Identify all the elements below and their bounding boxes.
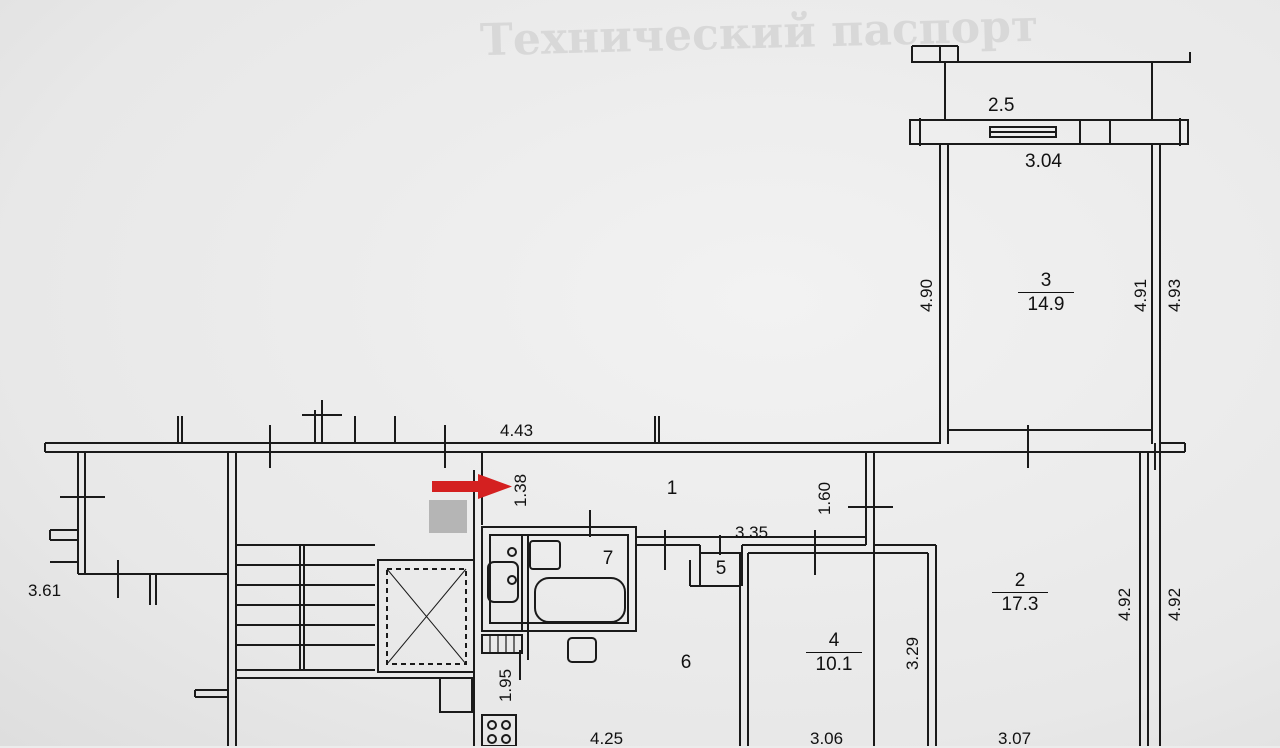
room-1-number: 1 — [666, 478, 678, 499]
room-2-number: 2 — [1014, 570, 1026, 591]
room-2-walls — [1139, 443, 1161, 746]
dim-left-unit: 3.61 — [28, 581, 62, 600]
location-arrow-icon — [432, 474, 512, 499]
main-wall — [44, 400, 1186, 468]
dim-corridor-small: 1.38 — [511, 473, 531, 508]
dim-room2-outer: 4.92 — [1165, 587, 1185, 622]
room-5-number: 5 — [715, 558, 727, 579]
balcony — [909, 45, 1191, 146]
room-2-area: 17.3 — [992, 591, 1048, 616]
dim-kitchen-width: 4.25 — [590, 729, 624, 748]
room-4-label: 4 10.1 — [806, 630, 862, 676]
dim-hall-height: 1.60 — [815, 481, 835, 516]
room-7-number: 7 — [602, 548, 614, 569]
dim-balcony-width: 3.04 — [1025, 151, 1062, 172]
room-4-walls — [689, 544, 937, 746]
kitchen-stove — [481, 714, 517, 746]
bathroom-7 — [481, 526, 637, 680]
room-1-label: 1 — [660, 478, 684, 500]
room-3-number: 3 — [1040, 270, 1052, 291]
dim-corridor-top: 4.43 — [500, 421, 534, 440]
room-4-area: 10.1 — [806, 651, 862, 676]
dim-kitchen-height: 1.95 — [496, 668, 516, 703]
room-4-number: 4 — [828, 630, 840, 651]
location-marker — [429, 500, 467, 533]
room-5-label: 5 — [709, 558, 733, 580]
room-3-area: 14.9 — [1018, 291, 1074, 316]
room-7-label: 7 — [596, 548, 620, 570]
room-3-label: 3 14.9 — [1018, 270, 1074, 316]
dim-room4-height: 3.29 — [903, 636, 923, 671]
dim-room3-right: 4.91 — [1131, 278, 1151, 313]
dim-room4-width: 3.06 — [810, 729, 844, 748]
stairwell — [194, 452, 440, 746]
dim-room2-width: 3.07 — [998, 729, 1032, 748]
room-2-label: 2 17.3 — [992, 570, 1048, 616]
left-unit — [49, 451, 229, 605]
room-6-number: 6 — [680, 652, 692, 673]
dim-room2-inner: 4.92 — [1115, 587, 1135, 622]
dim-hall-width: 3.35 — [735, 523, 769, 542]
dim-room3-outer: 4.93 — [1165, 278, 1185, 313]
room-3-walls — [939, 144, 1161, 468]
elevator-shaft — [377, 470, 483, 746]
dim-room3-left: 4.90 — [917, 278, 937, 313]
room-6-label: 6 — [674, 652, 698, 674]
room-1-walls — [481, 452, 893, 746]
dim-balcony-depth: 2.5 — [988, 95, 1015, 116]
